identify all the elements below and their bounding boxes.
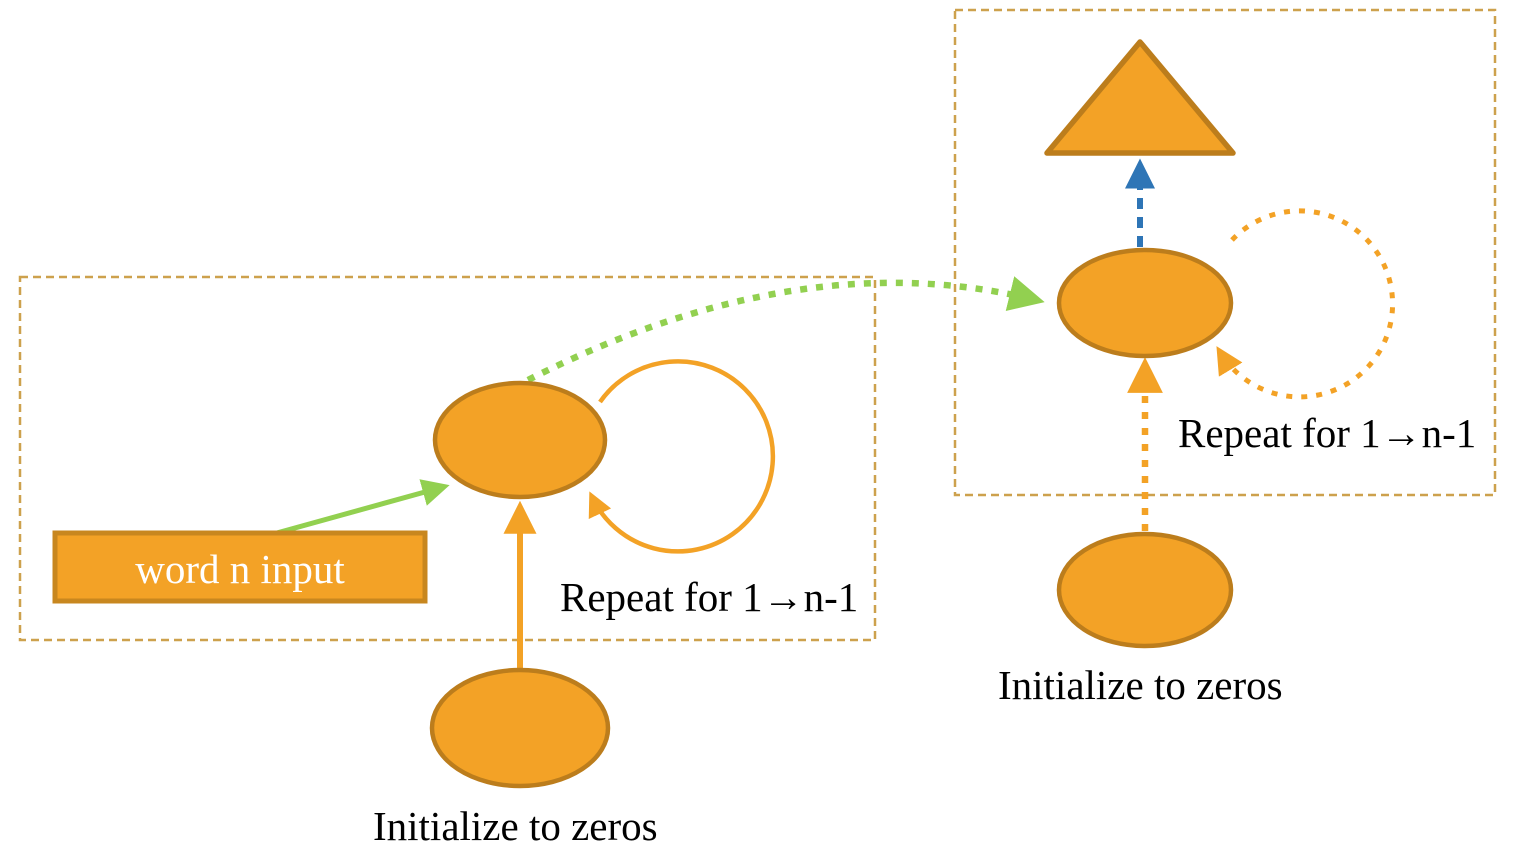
decoder-init-node <box>1056 531 1234 649</box>
repeat-label-right: Repeat for 1→n-1 <box>1178 410 1476 456</box>
encoder-to-decoder-arrow <box>526 276 1045 383</box>
encoder-loop-box <box>18 275 877 642</box>
word-input-label: word n input <box>135 546 345 592</box>
decoder-loop-box <box>953 8 1497 497</box>
word-input-box <box>52 530 428 604</box>
output-triangle-node <box>1044 39 1236 156</box>
right-recurrent-loop-arrow <box>1216 208 1396 400</box>
initialize-label-left: Initialize to zeros <box>373 803 658 849</box>
initialize-label-right: Initialize to zeros <box>998 662 1283 708</box>
encoder-init-node <box>429 667 611 789</box>
repeat-label-left: Repeat for 1→n-1 <box>560 574 858 620</box>
left-recurrent-loop-arrow <box>588 359 776 554</box>
encoder-hidden-node <box>432 380 608 500</box>
decoder-hidden-node <box>1056 247 1234 359</box>
